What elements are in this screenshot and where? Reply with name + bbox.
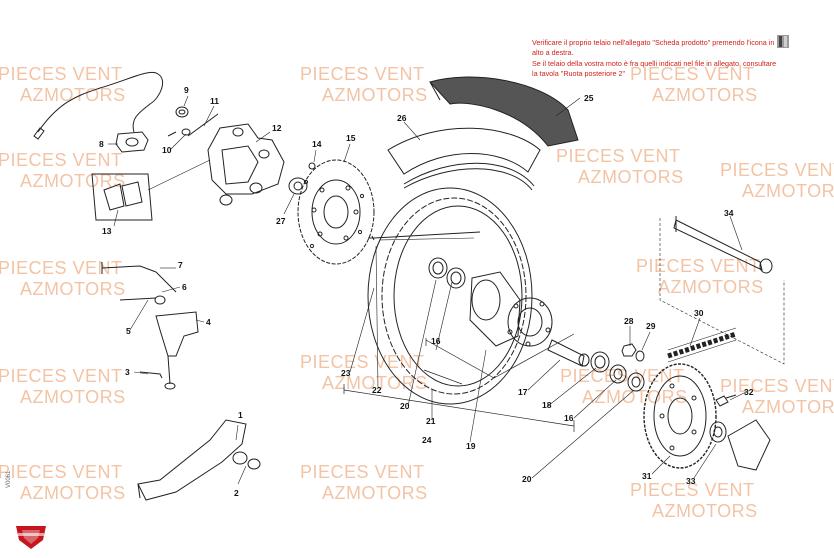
callout-7: 7 (178, 260, 183, 270)
spoke (373, 231, 481, 239)
callout-20a: 20 (400, 401, 410, 411)
mounting-bracket (115, 131, 149, 153)
callout-34: 34 (724, 208, 734, 218)
callout-17: 17 (518, 387, 528, 397)
brand-shield-icon (16, 526, 46, 549)
callout-32: 32 (744, 387, 754, 397)
callout-14: 14 (312, 139, 322, 149)
callout-labels: 1 2 3 4 5 6 7 8 9 10 11 12 13 14 15 16 1… (99, 85, 754, 498)
callout-33: 33 (686, 476, 696, 486)
chain-guide (709, 419, 771, 471)
callout-19: 19 (466, 441, 476, 451)
callout-16b: 16 (564, 413, 574, 423)
callout-9: 9 (184, 85, 189, 95)
brake-caliper (207, 123, 285, 206)
seal-bearing-right (590, 351, 645, 392)
disc-bolt (308, 162, 316, 170)
assembly-lines (343, 333, 575, 432)
callout-18: 18 (542, 400, 552, 410)
axle-dashed-frame (659, 218, 785, 365)
callout-31: 31 (642, 471, 652, 481)
callout-21: 21 (426, 416, 436, 426)
leader-lines (108, 95, 747, 485)
rear-sprocket (643, 363, 717, 469)
callout-28: 28 (624, 316, 634, 326)
callout-12: 12 (272, 123, 282, 133)
bolt-washer-set (167, 106, 219, 137)
callout-8: 8 (99, 139, 104, 149)
callout-2: 2 (234, 488, 239, 498)
callout-30: 30 (694, 308, 704, 318)
callout-16a: 16 (431, 336, 441, 346)
callout-3: 3 (125, 367, 130, 377)
brake-pads-box (91, 173, 153, 221)
callout-25: 25 (584, 93, 594, 103)
pdf-sheet-icon[interactable] (776, 34, 790, 49)
wheel-axle (673, 216, 773, 274)
note-line-2: Se il telaio della vostra moto è fra que… (532, 59, 777, 78)
wheel-hub (469, 271, 553, 347)
callout-11: 11 (210, 96, 219, 106)
note-line-1: Verificare il proprio telaio nell'allega… (532, 38, 775, 57)
sprocket-nut-washer (621, 343, 645, 362)
brake-pedal (137, 419, 261, 501)
inner-tube (387, 127, 541, 175)
brake-hose (33, 71, 163, 140)
callout-10: 10 (162, 145, 172, 155)
callout-13: 13 (102, 226, 112, 236)
callout-6: 6 (182, 282, 187, 292)
sprocket-bolt (715, 394, 737, 407)
callout-1: 1 (238, 410, 243, 420)
callout-26: 26 (397, 113, 407, 123)
rim-tape (403, 162, 535, 191)
spacer-27 (288, 177, 308, 195)
callout-22: 22 (372, 385, 382, 395)
rear-tire (429, 76, 579, 147)
spacer-17 (547, 339, 590, 367)
callout-24: 24 (422, 435, 432, 445)
brake-disc (297, 159, 375, 265)
callout-27: 27 (276, 216, 286, 226)
callout-20b: 20 (522, 474, 532, 484)
frame-check-note: Verificare il proprio telaio nell'allega… (532, 38, 782, 80)
drive-chain (667, 327, 737, 363)
wheel-rim (367, 187, 533, 405)
callout-4: 4 (206, 317, 211, 327)
seal-bearing-left (428, 257, 466, 289)
callout-23: 23 (341, 368, 351, 378)
callout-15: 15 (346, 133, 356, 143)
callout-29: 29 (646, 321, 656, 331)
callout-5: 5 (126, 326, 131, 336)
